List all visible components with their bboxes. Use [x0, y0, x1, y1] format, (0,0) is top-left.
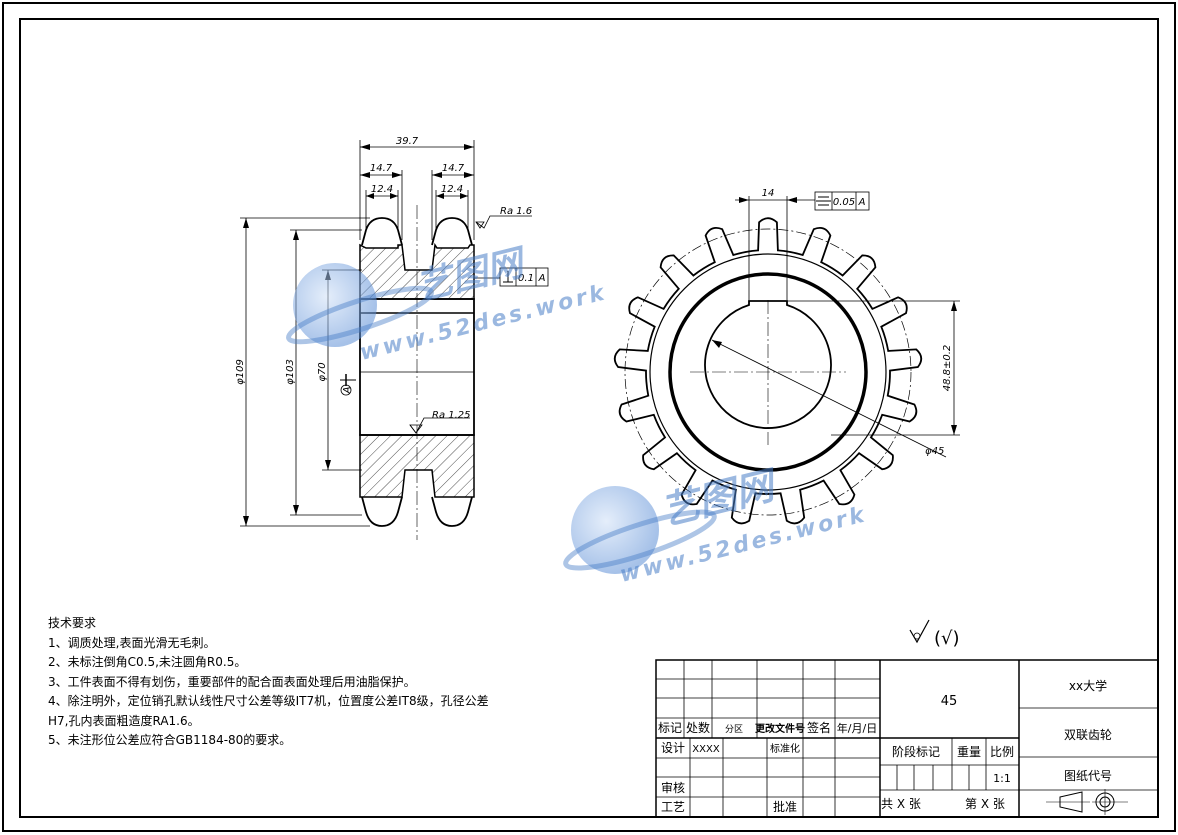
tb-review: 审核 — [661, 780, 685, 795]
dim-width-right: 14.7 — [442, 163, 465, 174]
tb-design: 设计 — [661, 741, 685, 755]
tb-designer: XXXX — [692, 744, 720, 755]
tb-mark: 标记 — [658, 721, 682, 735]
svg-text:Ra 1.25: Ra 1.25 — [432, 410, 471, 421]
tb-date: 年/月/日 — [837, 721, 877, 735]
tb-sign: 签名 — [807, 720, 831, 735]
dim-tooth-left: 12.4 — [371, 184, 393, 195]
title-block — [655, 659, 1159, 818]
dim-hub-diameter: φ70 — [317, 362, 328, 381]
pitch-circle — [624, 228, 912, 516]
gear-teeth-outline — [613, 217, 923, 525]
perpendicularity-frame: 0.1 A — [474, 267, 549, 287]
tb-change-doc: 更改文件号 — [755, 722, 805, 735]
tooth-bottom-right — [431, 496, 473, 527]
watermark-logo-2: 艺图网 — [657, 462, 783, 533]
perp-ref: A — [538, 273, 546, 284]
technical-requirements: 技术要求 1、调质处理,表面光滑无毛刺。 2、未标注倒角C0.5,未注圆角R0.… — [48, 614, 648, 751]
note-line: H7,孔内表面粗造度RA1.6。 — [48, 713, 200, 728]
perp-value: 0.1 — [518, 273, 534, 284]
tb-process: 工艺 — [661, 800, 685, 814]
inner-frame — [19, 18, 1159, 818]
tb-total-sheets: 共 X 张 — [881, 797, 921, 811]
title-block-text: 标记 处数 分区 更改文件号 签名 年/月/日 设计 XXXX 标准化 审核 工… — [658, 678, 1128, 815]
tb-material: 45 — [941, 694, 958, 709]
tb-scale: 1:1 — [993, 772, 1011, 785]
watermark-1: 艺图网 www.52des.work — [286, 242, 609, 366]
tb-stage-mark: 阶段标记 — [892, 744, 940, 759]
tb-drawing-no-label: 图纸代号 — [1064, 769, 1112, 783]
dim-width-left: 14.7 — [370, 163, 393, 174]
tb-count: 处数 — [686, 720, 710, 735]
general-surface-symbol: (√) — [909, 619, 960, 649]
dim-outer-diameter: φ109 — [235, 359, 246, 385]
dim-bore: φ45 — [925, 446, 944, 457]
note-line: 1、调质处理,表面光滑无毛刺。 — [48, 635, 216, 650]
tooth-top-left — [361, 217, 403, 246]
front-view: φ45 14 0.05 A 48.8±0.2 — [613, 188, 960, 525]
surface-symbol-text: (√) — [934, 628, 960, 649]
notes-title: 技术要求 — [48, 616, 97, 630]
projection-symbol — [1046, 789, 1128, 815]
roughness-top: Ra 1.6 — [475, 206, 532, 229]
note-line: 4、除注明外，定位销孔默认线性尺寸公差等级IT7机，位置度公差IT8级，孔径公差 — [48, 694, 489, 708]
tb-weight: 重量 — [957, 745, 981, 759]
roughness-mid: Ra 1.25 — [409, 410, 471, 434]
tb-approve: 批准 — [773, 799, 797, 814]
tb-standardize: 标准化 — [770, 742, 800, 755]
symmetry-frame: 0.05 A — [814, 191, 870, 211]
sym-ref: A — [858, 197, 866, 208]
datum-symbol: A — [340, 374, 356, 396]
sym-value: 0.05 — [833, 197, 855, 208]
dim-keyway-depth: 48.8±0.2 — [942, 345, 953, 392]
tooth-top-right — [431, 217, 473, 246]
note-line: 2、未标注倒角C0.5,未注圆角R0.5。 — [48, 655, 247, 669]
note-line: 5、未注形位公差应符合GB1184-80的要求。 — [48, 733, 292, 747]
tb-part-name: 双联齿轮 — [1064, 728, 1112, 742]
tb-zone: 分区 — [725, 724, 743, 735]
tooth-bottom-left — [361, 496, 403, 527]
dim-tooth-right: 12.4 — [441, 184, 463, 195]
dim-width-total: 39.7 — [396, 136, 419, 147]
dim-keyway-width: 14 — [762, 188, 775, 199]
bore-keyway — [704, 300, 832, 429]
hub-circle-thick — [668, 272, 868, 472]
note-line: 3、工件表面不得有划伤，重要部件的配合面表面处理后用油脂保护。 — [48, 674, 416, 689]
datum-label: A — [342, 386, 353, 394]
dim-pitch-diameter: φ103 — [285, 359, 296, 385]
tb-scale-label: 比例 — [990, 745, 1014, 759]
tb-school: xx大学 — [1069, 678, 1107, 693]
root-circle — [649, 253, 887, 491]
tb-sheet-no: 第 X 张 — [965, 797, 1005, 811]
svg-text:Ra 1.6: Ra 1.6 — [500, 206, 532, 217]
